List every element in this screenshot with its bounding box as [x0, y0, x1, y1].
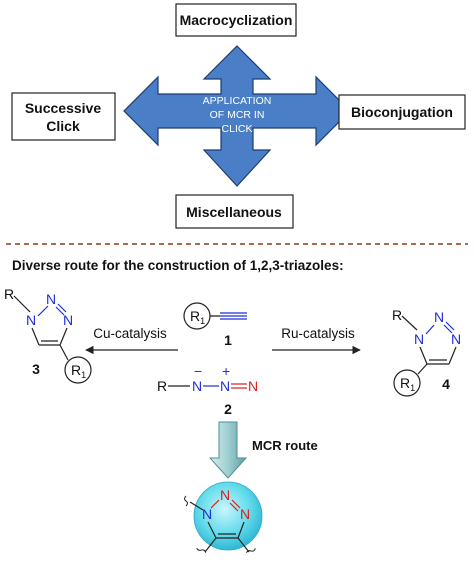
box-bioconjugation-frame	[338, 94, 466, 130]
mcr-c5-wavy-bond	[196, 548, 207, 553]
r-n1-bond-3	[13, 295, 31, 313]
c4-r1-bond-3	[59, 344, 69, 361]
mcr-n3-atom: N	[240, 506, 250, 522]
mcr-c5-n1-bond	[207, 521, 217, 539]
r-label-4: R	[392, 307, 402, 323]
mcr-route-arrow	[208, 421, 248, 479]
box-bioconjugation: Bioconjugation	[338, 94, 466, 130]
mcr-n1-atom: N	[202, 506, 212, 522]
r-label-2: R	[157, 378, 167, 394]
n2-atom-3: N	[46, 291, 56, 307]
box-macrocyclization-label: Macrocyclization	[180, 12, 293, 28]
ru-catalysis-step: Ru-catalysis	[272, 326, 361, 355]
n1-n2-bond-3	[37, 305, 49, 317]
compound-label-3: 3	[32, 361, 40, 377]
mcr-n1-wavy-bond	[184, 495, 188, 507]
four-way-arrow: APPLICATION OF MCR IN CLICK	[123, 45, 351, 187]
box-successive-click-line-1: Successive	[25, 100, 101, 116]
mcr-product-triazole: N N N	[184, 481, 263, 554]
compound-label-2: 2	[224, 401, 232, 417]
r-n1-bond-4	[401, 315, 418, 331]
r1-circle-3	[64, 356, 92, 384]
box-miscellaneous: Miscellaneous	[175, 194, 294, 229]
box-macrocyclization: Macrocyclization	[175, 3, 297, 37]
c5-n1-bond-4	[419, 346, 428, 365]
box-successive-click: Successive Click	[11, 92, 116, 141]
n3-c4-bond-3	[59, 327, 68, 346]
n1-atom-3: N	[26, 312, 36, 328]
n1-atom-4: N	[414, 331, 424, 347]
cu-catalysis-step: Cu-catalysis	[85, 326, 178, 355]
n1-n2-bond-4	[425, 324, 435, 335]
n2-n3-bond-b-4	[443, 324, 453, 334]
mcr-n3-c4-bond	[237, 521, 245, 539]
box-miscellaneous-frame	[175, 194, 294, 229]
r1-label-1: R1	[190, 308, 205, 326]
mcr-n2-n3-bond-a	[231, 499, 241, 509]
center-label-line-1: APPLICATION	[203, 95, 272, 107]
r-label-3: R	[4, 286, 14, 302]
box-macrocyclization-frame	[175, 3, 297, 37]
box-bioconjugation-label: Bioconjugation	[351, 104, 453, 120]
azide-n1-atom: N	[192, 378, 202, 394]
mcr-n2-n3-bond-b	[229, 502, 239, 512]
four-way-arrow-shape	[123, 45, 351, 187]
azide-minus-charge: −	[194, 363, 202, 379]
azide-plus-charge: +	[222, 363, 230, 379]
compound-3-triazole: R N N N R1 3	[4, 286, 92, 384]
ru-catalysis-label: Ru-catalysis	[281, 326, 355, 341]
n2-n3-bond-b-3	[55, 306, 65, 316]
compound-label-1: 1	[224, 332, 232, 348]
azide-n3-atom: N	[248, 378, 258, 394]
c5-r1-bond-4	[417, 363, 428, 375]
mcr-route-step: MCR route	[208, 421, 318, 479]
azide-n2-atom: N	[220, 378, 230, 394]
center-label-line-2: OF MCR IN	[210, 109, 265, 121]
c5-n1-bond-3	[31, 327, 40, 346]
n3-c4-bond-4	[448, 346, 457, 365]
n2-n3-bond-a-3	[57, 303, 67, 313]
cu-catalysis-label: Cu-catalysis	[93, 326, 167, 341]
n3-atom-3: N	[63, 312, 73, 328]
r1-circle-4	[393, 369, 421, 397]
compound-2-azide: R N − N + N 2	[157, 363, 258, 417]
mcr-c5-substituent-bond	[204, 537, 217, 553]
n3-atom-4: N	[451, 331, 461, 347]
mcr-n1-n2-bond	[210, 499, 220, 509]
n2-n3-bond-a-4	[445, 321, 455, 331]
mcr-route-label: MCR route	[252, 438, 318, 453]
mcr-n1-substituent-bond	[189, 501, 204, 511]
compound-1-alkyne: R1 1	[183, 302, 247, 348]
compound-label-4: 4	[442, 376, 450, 392]
triazole-glow	[193, 481, 263, 551]
box-successive-click-frame	[11, 92, 116, 141]
box-miscellaneous-label: Miscellaneous	[186, 204, 282, 220]
r1-label-3: R1	[71, 362, 86, 380]
mcr-c4-wavy-bond	[245, 548, 256, 554]
center-label-line-3: CLICK	[222, 123, 253, 135]
mcr-n2-atom: N	[220, 487, 230, 503]
n2-atom-4: N	[434, 309, 444, 325]
section-heading: Diverse route for the construction of 1,…	[12, 258, 344, 273]
r1-label-4: R1	[400, 375, 415, 393]
compound-4-triazole: R N N N R1 4	[392, 307, 461, 397]
mcr-c4-substituent-bond	[237, 537, 250, 553]
box-successive-click-line-2: Click	[46, 118, 80, 134]
